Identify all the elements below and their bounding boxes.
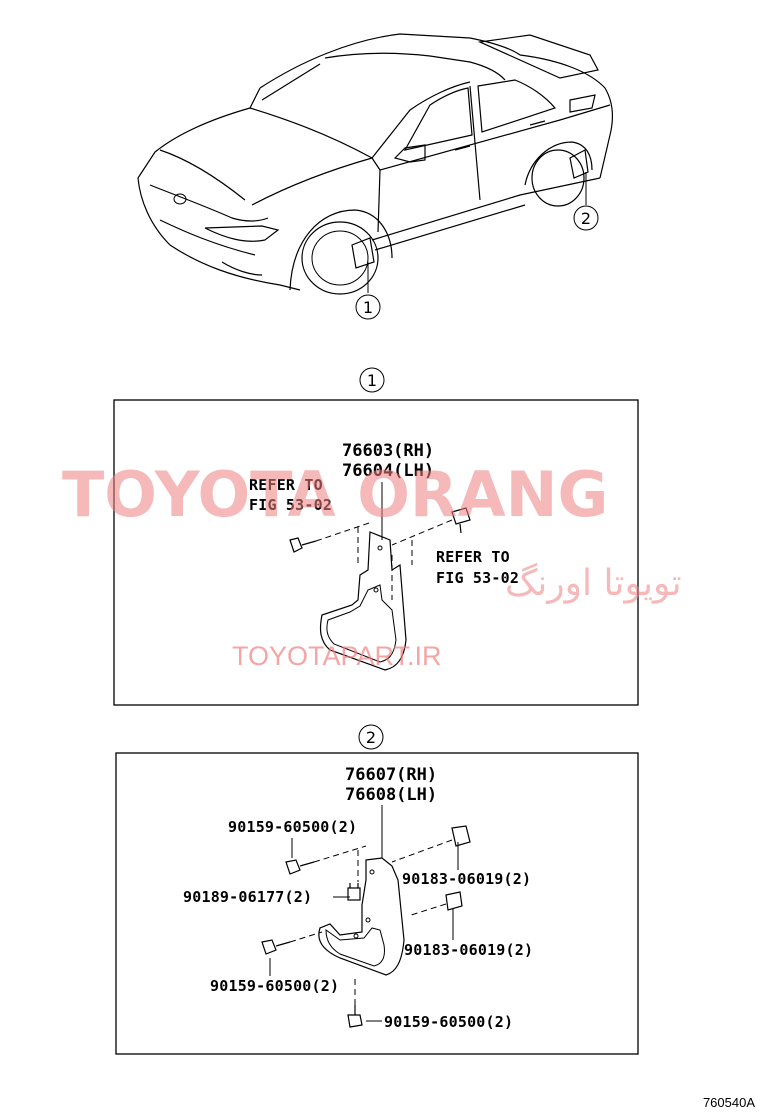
- panel-2: 76607(RH) 76608(LH) 90159-60500(2) 90189…: [183, 765, 533, 1031]
- label-screw-bottom: 90159-60500(2): [384, 1013, 513, 1031]
- label-clip-bottom: 90183-06019(2): [404, 941, 533, 959]
- screw-top-icon: [285, 859, 315, 875]
- callout-2-heading: 2: [358, 724, 384, 750]
- rear-mudflap-shape: [569, 149, 589, 179]
- part-number-lh: 76608(LH): [345, 785, 437, 805]
- panel-1: 76603(RH) 76604(LH) REFER TO FIG 53-02 R…: [62, 441, 682, 671]
- watermark-url: TOYOTAPART.IR: [232, 641, 442, 671]
- clip-bottom-icon: [445, 891, 463, 911]
- front-mudflap-shape: [351, 237, 375, 269]
- label-screw-mid: 90159-60500(2): [210, 977, 339, 995]
- callout-1-car: 1: [355, 294, 381, 320]
- screw-mid-icon: [261, 939, 291, 955]
- refer-right-line1: REFER TO: [436, 548, 510, 566]
- part-number-rh: 76607(RH): [345, 765, 437, 785]
- svg-text:2: 2: [366, 728, 376, 747]
- refer-left-line2: FIG 53-02: [249, 496, 332, 514]
- panel-1-frame: [113, 399, 639, 706]
- figure-id: 760540A: [703, 1095, 755, 1110]
- svg-text:1: 1: [367, 371, 377, 390]
- mudflap-rear-icon: [318, 857, 405, 976]
- nut-icon: [347, 883, 361, 901]
- screw-left-icon: [289, 537, 317, 553]
- car-illustration: [137, 33, 614, 295]
- refer-left-line1: REFER TO: [249, 476, 323, 494]
- clip-right-icon: [451, 507, 471, 534]
- label-nut: 90189-06177(2): [183, 888, 312, 906]
- label-screw-top: 90159-60500(2): [228, 818, 357, 836]
- watermark-persian: تویوتا اورنگ: [505, 562, 682, 604]
- callout-2-car: 2: [573, 205, 599, 231]
- svg-text:2: 2: [581, 209, 591, 228]
- label-clip-top: 90183-06019(2): [402, 870, 531, 888]
- clip-top-icon: [451, 825, 471, 847]
- panel-2-frame: [115, 752, 639, 1055]
- watermark-brand: TOYOTA ORANG: [62, 458, 608, 531]
- refer-right-line2: FIG 53-02: [436, 569, 519, 587]
- part-number-lh: 76604(LH): [342, 461, 434, 481]
- mudflap-front-icon: [319, 531, 407, 671]
- part-number-rh: 76603(RH): [342, 441, 434, 461]
- callout-1-heading: 1: [359, 367, 385, 393]
- svg-text:1: 1: [363, 298, 373, 317]
- screw-bottom-icon: [347, 1005, 363, 1028]
